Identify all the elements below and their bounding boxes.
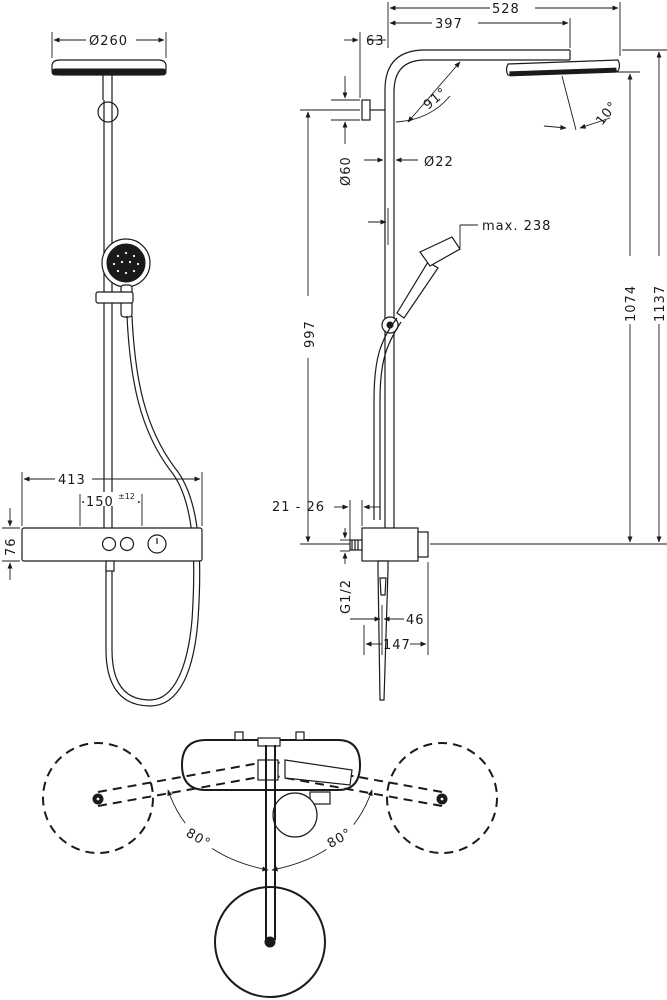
dim-pipe-diameter: Ø22	[424, 155, 454, 170]
dim-thermostat-spacing-tolerance: ±12	[118, 492, 135, 501]
hose-side	[373, 317, 398, 520]
head-swivel-right	[386, 742, 498, 854]
dim-head-tilt: 10°	[593, 99, 621, 129]
hose-front	[111, 315, 195, 701]
dim-wall-offset: 63	[366, 34, 385, 49]
hand-shower-side	[396, 261, 439, 319]
dim-thermostat-spacing: 150	[86, 495, 114, 510]
dim-height-1074: 1074	[624, 285, 639, 322]
dim-head-diameter: Ø260	[89, 34, 128, 49]
wall-bracket-front	[97, 101, 119, 123]
thermostat-body-side	[361, 527, 419, 562]
front-dimensions: Ø260 413 150 ±12 76	[2, 32, 203, 580]
side-dimensions: 528 397 63 91° 10° Ø60 Ø22 max. 238 997	[272, 2, 667, 655]
top-view: 80° 80°	[42, 731, 498, 998]
wall-bracket-side	[361, 99, 371, 121]
dim-bracket-diameter: Ø60	[339, 156, 354, 186]
dim-height-1137: 1137	[653, 285, 667, 322]
slider-front	[95, 291, 134, 304]
wall-bracket-top	[272, 792, 318, 838]
side-view	[349, 49, 621, 701]
dim-depth-46: 46	[406, 613, 425, 628]
dim-projection-total: 528	[492, 2, 520, 17]
front-view	[21, 59, 203, 707]
dim-bar-width: 413	[58, 473, 86, 488]
overhead-shower-top	[214, 886, 326, 998]
dim-handshower-max: max. 238	[482, 219, 551, 234]
dim-thermostat-height: 76	[4, 537, 19, 556]
head-swivel-left	[42, 742, 154, 854]
dim-depth-147: 147	[383, 638, 411, 653]
dim-wall-distance: 21 - 26	[272, 500, 325, 515]
hand-shower-top	[284, 759, 353, 786]
dim-height-997: 997	[303, 320, 318, 348]
dim-projection-arm: 397	[435, 17, 463, 32]
dim-thread: G1/2	[339, 579, 354, 614]
spout-side	[377, 560, 389, 701]
riser-pipe-side	[384, 49, 570, 528]
